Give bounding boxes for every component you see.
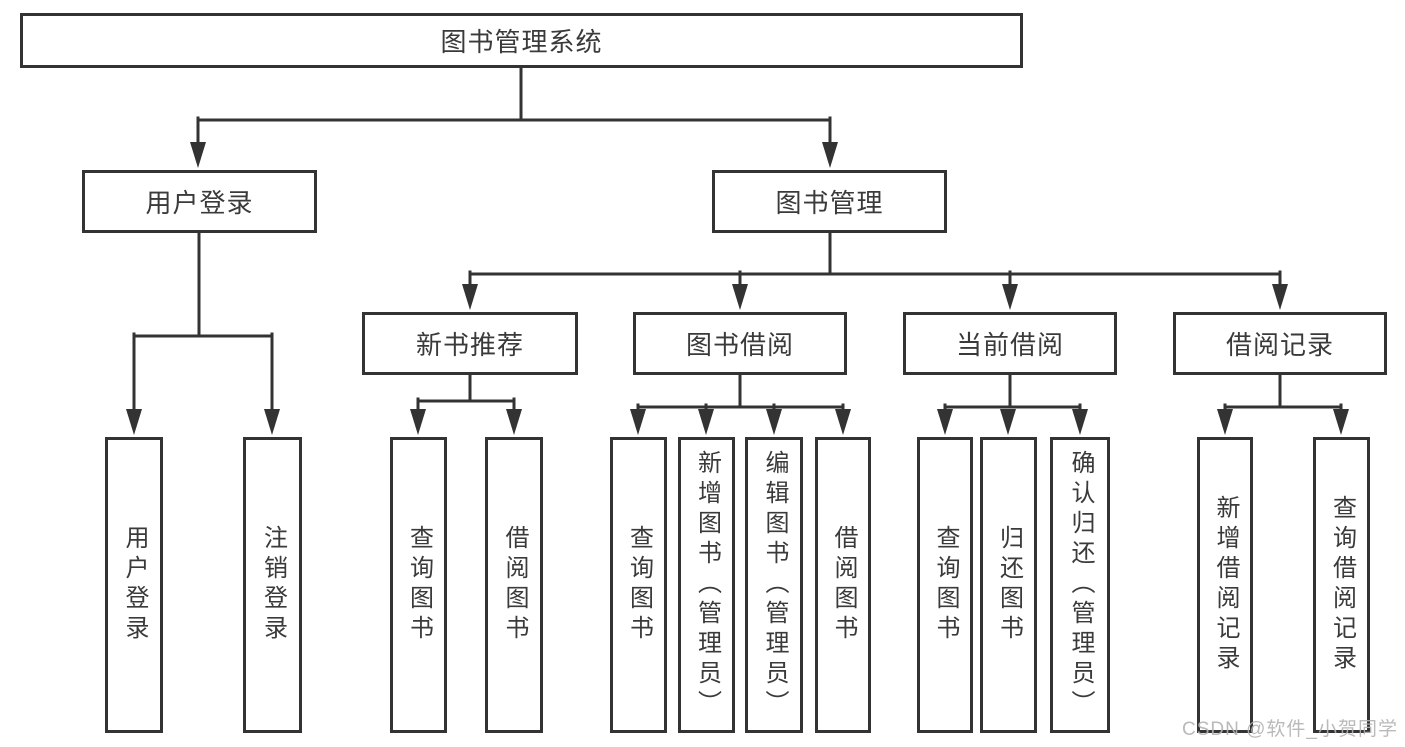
node-add-borrow-record: 新增借阅记录: [1197, 437, 1253, 733]
node-user-login-group: 用户登录: [82, 170, 317, 233]
node-query-books-borrowing: 查询图书: [610, 437, 667, 733]
node-confirm-return-admin-label: 确认归还（管理员）: [1067, 450, 1094, 720]
node-borrowing-records: 借阅记录: [1173, 312, 1387, 375]
node-book-borrowing-label: 图书借阅: [685, 330, 794, 360]
node-edit-books-admin: 编辑图书（管理员）: [745, 437, 803, 733]
node-query-borrow-record-label: 查询借阅记录: [1328, 495, 1356, 675]
node-add-borrow-record-label: 新增借阅记录: [1212, 495, 1239, 675]
node-book-management-label: 图书管理: [775, 188, 884, 218]
node-confirm-return-admin: 确认归还（管理员）: [1050, 437, 1110, 733]
connector-paths: [132, 66, 1343, 414]
node-query-books-recommend: 查询图书: [390, 437, 447, 733]
node-current-borrowing: 当前借阅: [903, 312, 1117, 375]
csdn-watermark: CSDN @软件_小贺同学: [1182, 719, 1398, 740]
node-query-books-recommend-label: 查询图书: [405, 525, 433, 645]
node-borrow-books-borrowing: 借阅图书: [815, 437, 871, 733]
node-return-books: 归还图书: [980, 437, 1037, 733]
node-user-login-label: 用户登录: [121, 525, 148, 645]
node-return-books-label: 归还图书: [995, 525, 1023, 645]
node-query-books-current: 查询图书: [917, 437, 973, 733]
node-user-login: 用户登录: [105, 437, 163, 733]
node-add-books-admin-label: 新增图书（管理员）: [693, 450, 721, 720]
node-borrow-books-recommend: 借阅图书: [485, 437, 543, 733]
node-logout-login-label: 注销登录: [259, 525, 287, 645]
node-book-borrowing: 图书借阅: [633, 312, 847, 375]
node-borrow-books-borrowing-label: 借阅图书: [830, 525, 857, 645]
node-library-management-system: 图书管理系统: [20, 13, 1023, 68]
node-logout-login: 注销登录: [243, 437, 302, 733]
node-query-books-borrowing-label: 查询图书: [625, 525, 653, 645]
node-borrowing-records-label: 借阅记录: [1225, 330, 1334, 360]
node-user-login-group-label: 用户登录: [145, 188, 254, 218]
node-query-books-current-label: 查询图书: [932, 525, 959, 645]
arrowheads: [126, 142, 1349, 435]
node-edit-books-admin-label: 编辑图书（管理员）: [761, 450, 788, 720]
node-library-management-system-label: 图书管理系统: [440, 27, 603, 57]
node-current-borrowing-label: 当前借阅: [955, 330, 1064, 360]
node-add-books-admin: 新增图书（管理员）: [678, 437, 735, 733]
node-query-borrow-record: 查询借阅记录: [1313, 437, 1370, 733]
node-book-management: 图书管理: [712, 170, 947, 233]
node-borrow-books-recommend-label: 借阅图书: [501, 525, 528, 645]
node-new-book-recommendation-label: 新书推荐: [415, 330, 524, 360]
node-new-book-recommendation: 新书推荐: [362, 312, 578, 375]
